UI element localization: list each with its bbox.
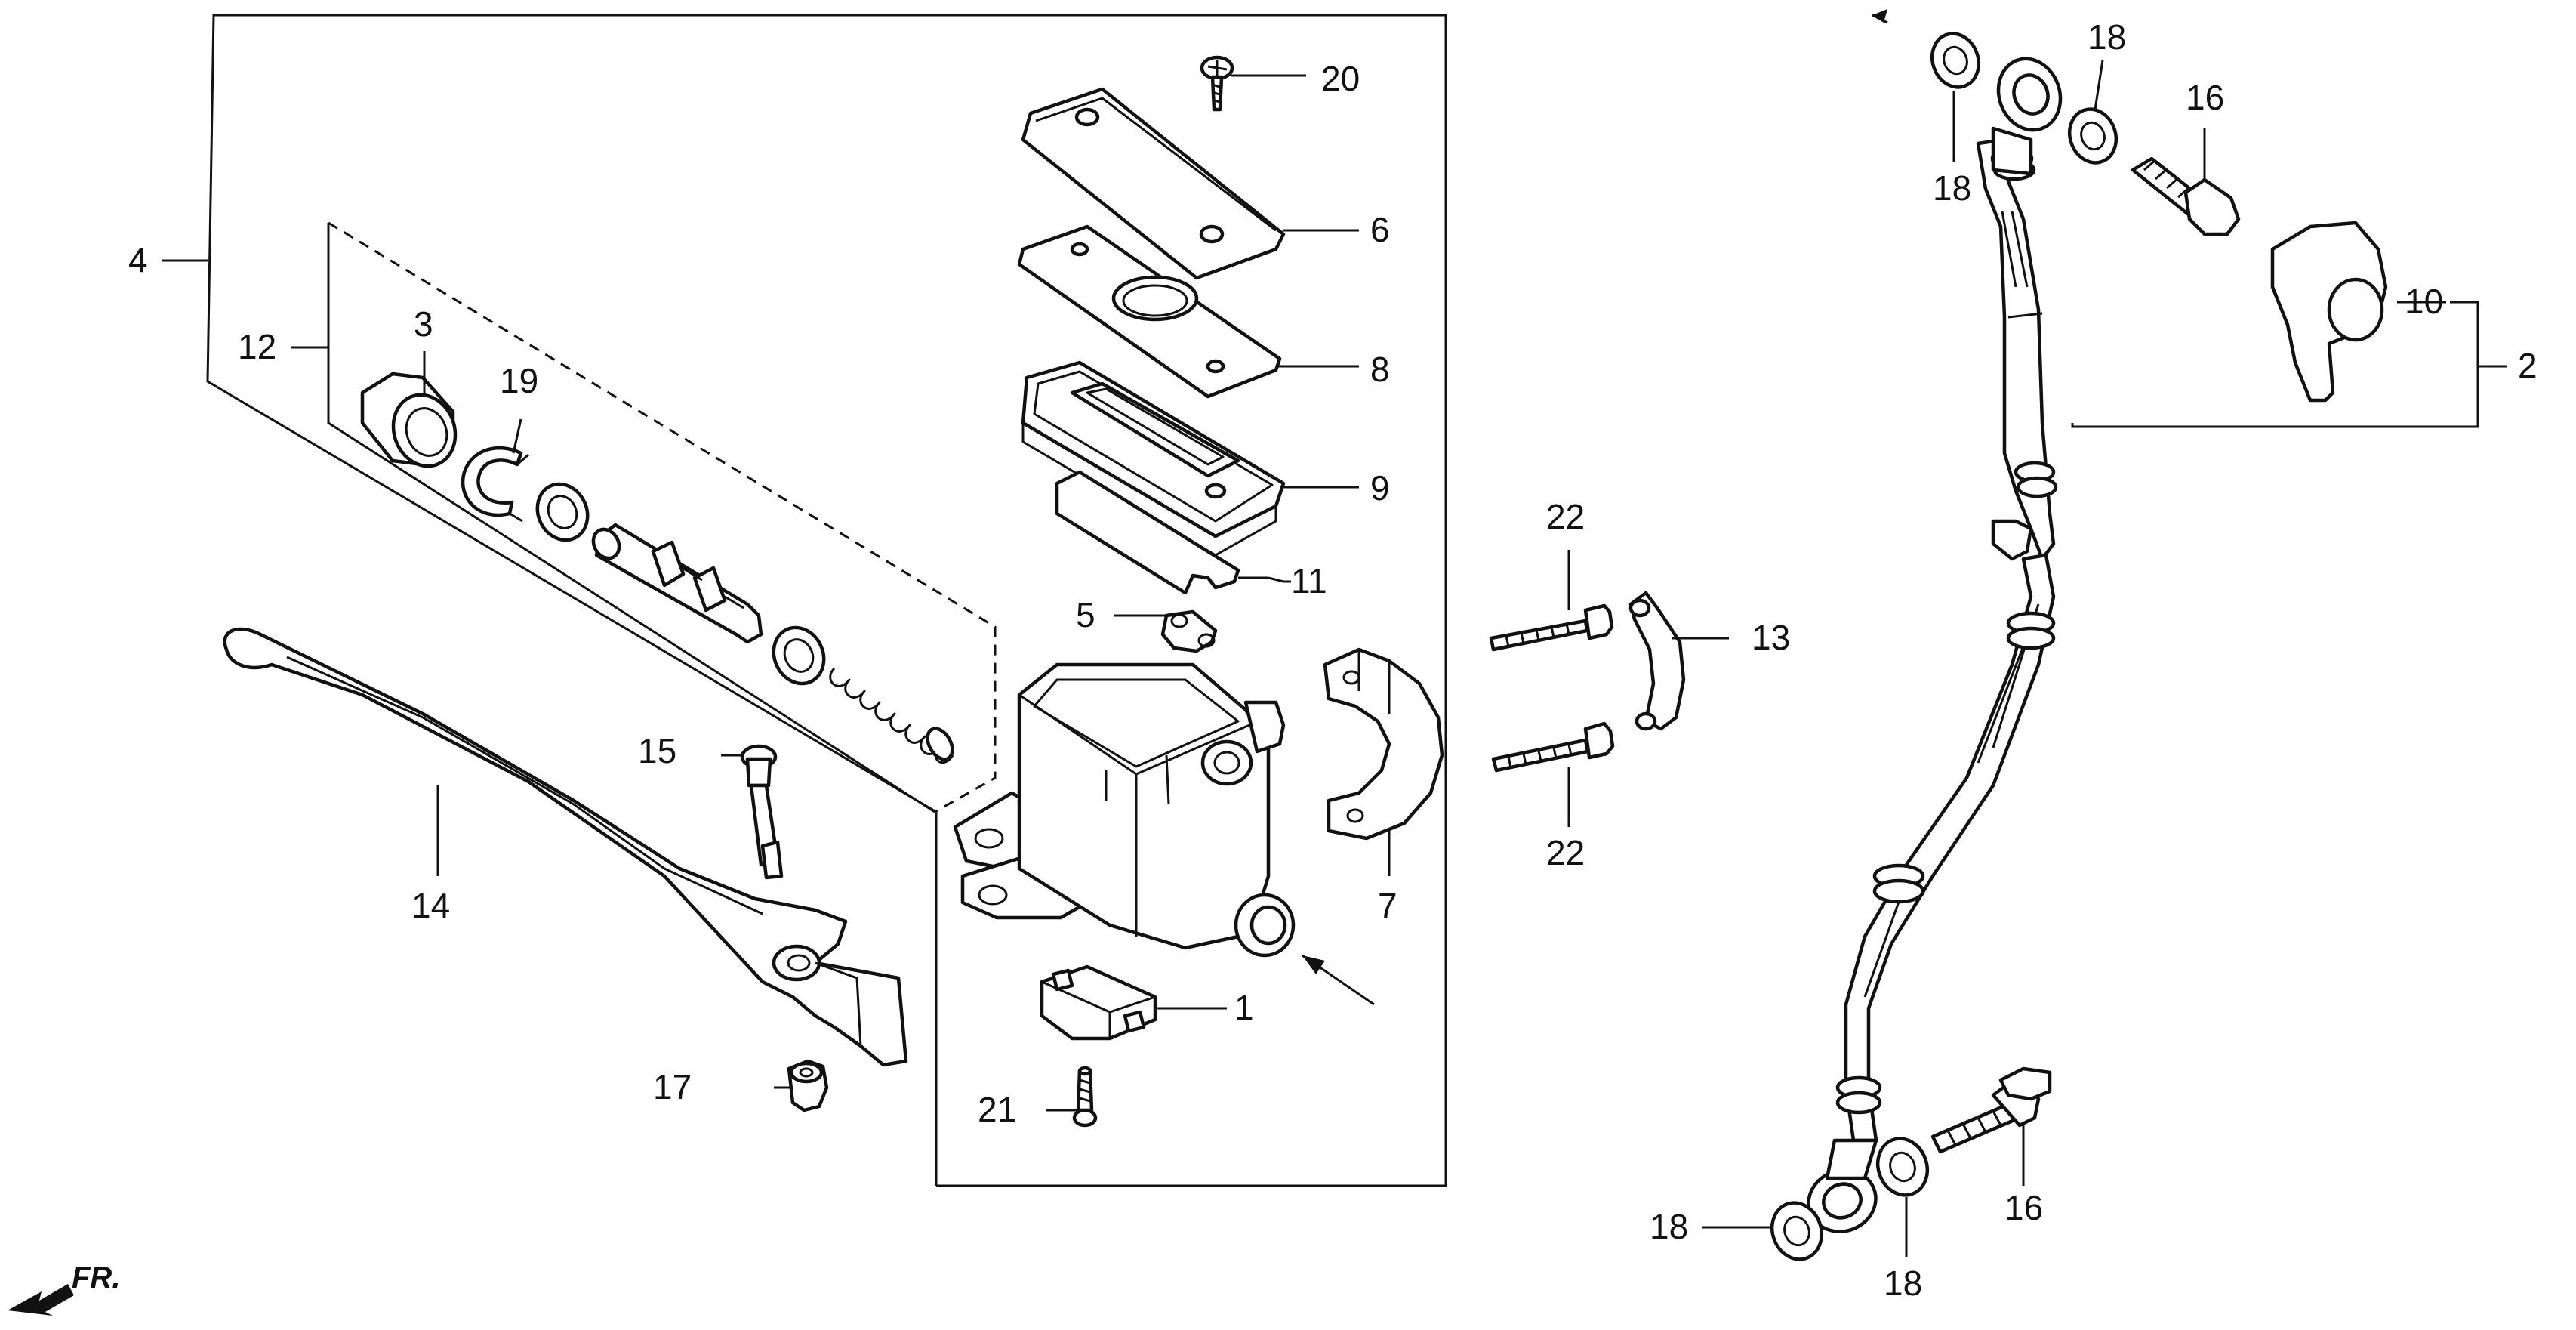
label-part-13: 13 bbox=[1752, 618, 1790, 657]
label-part-14: 14 bbox=[411, 886, 450, 925]
dust-boot-part-3 bbox=[360, 372, 458, 468]
assembly-12-outline bbox=[327, 221, 997, 813]
screw-part-20 bbox=[1200, 55, 1234, 112]
front-direction-marker: FR. bbox=[8, 1261, 120, 1316]
label-part-10: 10 bbox=[2405, 282, 2443, 321]
label-part-1: 1 bbox=[1234, 988, 1254, 1027]
brake-hose bbox=[1835, 126, 2058, 1143]
label-part-19: 19 bbox=[500, 361, 538, 400]
piston-seal-secondary bbox=[772, 625, 826, 686]
leader-lines bbox=[162, 60, 2507, 1257]
label-part-15: 15 bbox=[638, 731, 676, 770]
banjo-fitting-lower bbox=[1807, 1138, 1878, 1233]
master-cylinder-body bbox=[953, 662, 1296, 958]
float-gasket-part-11 bbox=[1055, 470, 1240, 595]
hose-direction-arrow-icon bbox=[1872, 9, 1888, 24]
label-part-4: 4 bbox=[128, 240, 148, 279]
piston-seal-primary bbox=[535, 482, 590, 542]
label-part-11: 11 bbox=[1291, 561, 1327, 600]
label-part-16-lower: 16 bbox=[2004, 1188, 2043, 1227]
oil-bolt-part-16-upper bbox=[2131, 156, 2241, 236]
diaphragm-part-9 bbox=[1021, 360, 1286, 557]
label-part-12: 12 bbox=[238, 327, 276, 366]
sealing-washer-part-18-c bbox=[1770, 1201, 1824, 1261]
nut-part-17 bbox=[787, 1059, 829, 1112]
label-part-16-upper: 16 bbox=[2186, 78, 2224, 117]
label-part-18-b: 18 bbox=[2088, 17, 2126, 57]
bolt-part-22-lower bbox=[1491, 721, 1615, 773]
label-part-18-a: 18 bbox=[1933, 168, 1971, 208]
label-part-20: 20 bbox=[1321, 59, 1360, 98]
banjo-fitting-upper bbox=[1996, 57, 2063, 132]
bolt-part-22-upper bbox=[1489, 603, 1614, 652]
holder-part-7 bbox=[1323, 647, 1444, 841]
flow-arrow-icon bbox=[1302, 954, 1375, 1006]
label-part-3: 3 bbox=[414, 304, 433, 344]
label-part-2: 2 bbox=[2518, 346, 2537, 385]
circlip-part-19 bbox=[461, 446, 529, 523]
sealing-washer-part-18-b bbox=[2067, 107, 2118, 165]
pivot-bolt-part-15 bbox=[740, 744, 784, 880]
brake-lever-part-14 bbox=[223, 627, 908, 1067]
reservoir-cap-part-6 bbox=[1021, 87, 1286, 280]
label-part-17: 17 bbox=[653, 1067, 692, 1106]
label-part-8: 8 bbox=[1370, 350, 1390, 389]
stop-switch-part-1 bbox=[1040, 964, 1157, 1041]
diaphragm-plate-part-8 bbox=[1017, 224, 1282, 399]
piston bbox=[591, 523, 763, 644]
sealing-washer-part-18-d bbox=[1875, 1137, 1930, 1197]
label-part-5: 5 bbox=[1076, 595, 1095, 634]
label-part-21: 21 bbox=[978, 1090, 1016, 1129]
label-part-18-d: 18 bbox=[1884, 1264, 1922, 1303]
part-labels: 20 6 8 9 11 5 7 1 21 17 15 14 4 12 3 19 … bbox=[128, 17, 2537, 1303]
label-part-9: 9 bbox=[1370, 468, 1390, 508]
label-part-7: 7 bbox=[1378, 886, 1397, 925]
oil-bolt-part-16-lower bbox=[1930, 1066, 2052, 1154]
front-direction-label: FR. bbox=[72, 1261, 120, 1295]
label-part-22-lower: 22 bbox=[1546, 833, 1585, 872]
hose-cap-part-10 bbox=[2270, 221, 2388, 403]
screw-part-21 bbox=[1072, 1066, 1098, 1128]
label-part-6: 6 bbox=[1370, 210, 1390, 249]
clip-part-5 bbox=[1160, 609, 1218, 653]
spring bbox=[829, 667, 954, 764]
sealing-washer-part-18-a bbox=[1930, 32, 1981, 89]
label-part-18-c: 18 bbox=[1650, 1207, 1688, 1246]
clamp-part-13 bbox=[1628, 591, 1686, 731]
label-part-22-upper: 22 bbox=[1546, 497, 1585, 536]
